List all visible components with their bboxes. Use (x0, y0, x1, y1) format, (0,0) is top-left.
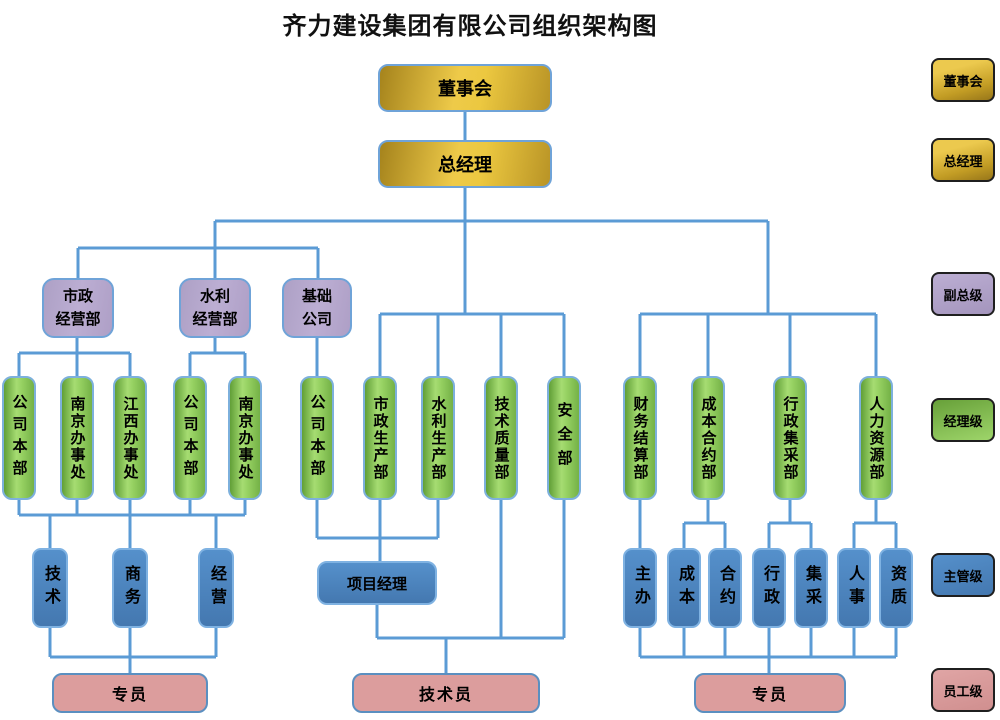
node-water-production: 水利生产部 (421, 376, 455, 500)
node-nanjing-office-1: 南京办事处 (60, 376, 94, 500)
node-zhuban: 主办 (623, 548, 657, 628)
node-procurement: 集采 (794, 548, 828, 628)
node-company-hq-1: 公司本部 (2, 376, 36, 500)
legend-deputy-level: 副总级 (931, 272, 995, 316)
node-municipal-production: 市政生产部 (363, 376, 397, 500)
node-board: 董事会 (378, 64, 552, 112)
node-qualification: 资质 (879, 548, 913, 628)
node-safety: 安全部 (547, 376, 581, 500)
node-operation: 经营 (198, 548, 234, 628)
node-contract: 合约 (708, 548, 742, 628)
node-general-manager: 总经理 (378, 140, 552, 188)
node-municipal-dept: 市政 经营部 (42, 278, 114, 338)
node-project-manager: 项目经理 (317, 561, 437, 605)
node-water-dept: 水利 经营部 (179, 278, 251, 338)
node-staff-left: 专员 (52, 673, 208, 713)
node-technician: 技术员 (352, 673, 540, 713)
node-admin: 行政 (752, 548, 786, 628)
node-basic-company: 基础 公司 (282, 278, 352, 338)
legend-board: 董事会 (931, 58, 995, 102)
node-tech-quality: 技术质量部 (484, 376, 518, 500)
legend-manager-level: 经理级 (931, 398, 995, 442)
node-company-hq-3: 公司本部 (300, 376, 334, 500)
node-company-hq-2: 公司本部 (173, 376, 207, 500)
node-personnel: 人事 (837, 548, 871, 628)
legend-general-manager: 总经理 (931, 138, 995, 182)
node-commerce: 商务 (112, 548, 148, 628)
legend-supervisor-level: 主管级 (931, 553, 995, 597)
node-finance-settlement: 财务结算部 (623, 376, 657, 500)
legend-staff-level: 员工级 (931, 668, 995, 712)
node-staff-right: 专员 (694, 673, 846, 713)
node-cost: 成本 (667, 548, 701, 628)
node-admin-procurement: 行政集采部 (773, 376, 807, 500)
node-tech: 技术 (32, 548, 68, 628)
chart-title: 齐力建设集团有限公司组织架构图 (282, 13, 658, 40)
node-human-resources: 人力资源部 (859, 376, 893, 500)
node-cost-contract: 成本合约部 (691, 376, 725, 500)
node-nanjing-office-2: 南京办事处 (228, 376, 262, 500)
node-jiangxi-office: 江西办事处 (113, 376, 147, 500)
